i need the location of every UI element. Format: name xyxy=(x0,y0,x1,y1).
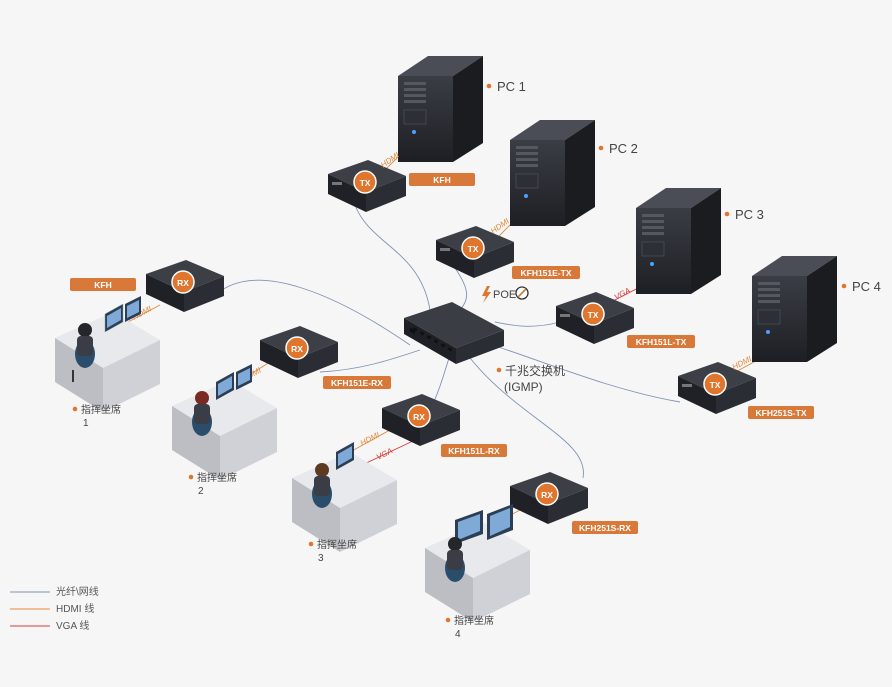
svg-text:TX: TX xyxy=(360,178,371,188)
fiber-cables xyxy=(221,204,681,479)
svg-text:HDMI 线: HDMI 线 xyxy=(56,602,94,615)
svg-text:KFH251S-RX: KFH251S-RX xyxy=(579,523,631,533)
hdmi-cable-seat3 xyxy=(349,429,391,453)
legend-item-fiber: 光纤\网线 xyxy=(10,585,99,598)
svg-text:指挥坐席: 指挥坐席 xyxy=(197,471,237,484)
tx-box-2: TX xyxy=(436,226,514,278)
pc-tower-3 xyxy=(636,188,721,294)
fiber-cable-rx4 xyxy=(469,357,584,479)
tx-tag-4: KFH251S-TX xyxy=(748,406,814,419)
svg-text:2: 2 xyxy=(198,486,204,497)
pc-tower-4 xyxy=(752,256,837,362)
tx-tag-3: KFH151L-TX xyxy=(627,335,695,348)
fiber-cable-tx1 xyxy=(354,204,431,311)
tx-badge-3 xyxy=(581,302,605,326)
tx-cable-label-3: VGA xyxy=(613,286,632,302)
svg-text:指挥坐席: 指挥坐席 xyxy=(454,614,494,627)
svg-text:KFH151L-RX: KFH151L-RX xyxy=(448,446,500,456)
svg-text:KFH151L-TX: KFH151L-TX xyxy=(636,337,687,347)
tx-cable-label-4: HDMI xyxy=(731,354,754,372)
rx-badge-3 xyxy=(407,404,431,428)
tx-tag-1: KFH xyxy=(409,173,475,186)
svg-text:RX: RX xyxy=(291,344,303,354)
svg-text:千兆交换机: 千兆交换机 xyxy=(505,363,565,378)
legend-item-hdmi: HDMI 线 xyxy=(10,602,94,615)
svg-text:指挥坐席: 指挥坐席 xyxy=(81,403,121,416)
svg-text:4: 4 xyxy=(455,629,461,640)
fiber-cable-rx2 xyxy=(319,349,421,373)
svg-text:(IGMP): (IGMP) xyxy=(504,380,543,394)
legend-item-vga: VGA 线 xyxy=(10,619,89,632)
svg-text:1: 1 xyxy=(83,418,89,429)
seat-label-2: 指挥坐席 2 xyxy=(188,471,237,497)
tx-badge-4 xyxy=(703,372,727,396)
rx-box-1: RX xyxy=(146,260,224,312)
svg-text:TX: TX xyxy=(468,244,479,254)
svg-text:TX: TX xyxy=(588,310,599,320)
rx-box-2: RX xyxy=(260,326,338,378)
rx-tag-4: KFH251S-RX xyxy=(572,521,638,534)
workstation-1 xyxy=(55,296,160,412)
rx-box-3: RX xyxy=(382,394,460,446)
svg-text:PC 2: PC 2 xyxy=(609,141,638,156)
tx-tag-2: KFH151E-TX xyxy=(512,266,580,279)
workstation-2 xyxy=(172,364,277,480)
tx-cable-label-2: HDMI xyxy=(489,216,512,236)
seat-label-4: 指挥坐席 4 xyxy=(445,614,494,640)
rx-tag-3: KFH151L-RX xyxy=(441,444,507,457)
fiber-cable-tx4 xyxy=(491,344,681,403)
rx-tag-1: KFH xyxy=(70,278,136,291)
svg-text:光纤\网线: 光纤\网线 xyxy=(56,585,99,598)
vga-cable-seat3 xyxy=(359,439,416,467)
rx-box-4: RX xyxy=(510,472,588,524)
pc-label-1: PC 1 xyxy=(486,79,526,94)
rx-badge-1 xyxy=(171,270,195,294)
tx-box-3: TX xyxy=(556,292,634,344)
svg-text:KFH151E-RX: KFH151E-RX xyxy=(331,378,383,388)
tx-box-1: TX xyxy=(328,160,406,212)
svg-text:KFH: KFH xyxy=(433,175,450,185)
seat-label-1: 指挥坐席 1 xyxy=(72,403,121,429)
legend: 光纤\网线 HDMI 线 VGA 线 xyxy=(10,585,99,632)
svg-text:TX: TX xyxy=(710,380,721,390)
svg-text:VGA 线: VGA 线 xyxy=(56,619,89,632)
rx-badge-2 xyxy=(285,336,309,360)
rx-cable-label-3: HDMI xyxy=(359,430,382,448)
svg-text:PC 1: PC 1 xyxy=(497,79,526,94)
svg-text:RX: RX xyxy=(413,412,425,422)
svg-text:RX: RX xyxy=(177,278,189,288)
switch-label: 千兆交换机 (IGMP) xyxy=(496,363,565,394)
rx-tag-2: KFH151E-RX xyxy=(323,376,391,389)
svg-text:PC 4: PC 4 xyxy=(852,279,881,294)
svg-text:PC 3: PC 3 xyxy=(735,207,764,222)
svg-text:KFH: KFH xyxy=(94,280,111,290)
fiber-cable-tx3 xyxy=(494,321,561,327)
rx-cable-label-3b: VGA xyxy=(375,446,394,462)
tx-box-4: TX xyxy=(678,362,756,414)
workstation-3 xyxy=(292,442,397,552)
svg-text:3: 3 xyxy=(318,553,324,564)
svg-text:KFH251S-TX: KFH251S-TX xyxy=(755,408,806,418)
poe-indicator: POE xyxy=(482,286,529,303)
seat-label-3: 指挥坐席 3 xyxy=(308,538,357,564)
rx-badge-4 xyxy=(535,482,559,506)
svg-text:POE: POE xyxy=(493,289,516,301)
svg-text:KFH151E-TX: KFH151E-TX xyxy=(520,268,571,278)
svg-text:指挥坐席: 指挥坐席 xyxy=(317,538,357,551)
svg-text:RX: RX xyxy=(541,490,553,500)
lightning-icon xyxy=(482,286,491,303)
fiber-cable-rx1 xyxy=(221,279,411,346)
tx-badge-1 xyxy=(353,170,377,194)
hdmi-cable-seat1 xyxy=(127,304,161,323)
pc-tower-2 xyxy=(510,120,595,226)
gigabit-switch xyxy=(404,302,504,364)
pc-tower-1 xyxy=(398,56,483,162)
pc-label-3: PC 3 xyxy=(724,207,764,222)
pc-label-2: PC 2 xyxy=(598,141,638,156)
workstation-4 xyxy=(425,504,530,622)
pc-label-4: PC 4 xyxy=(841,279,881,294)
tx-badge-2 xyxy=(461,236,485,260)
